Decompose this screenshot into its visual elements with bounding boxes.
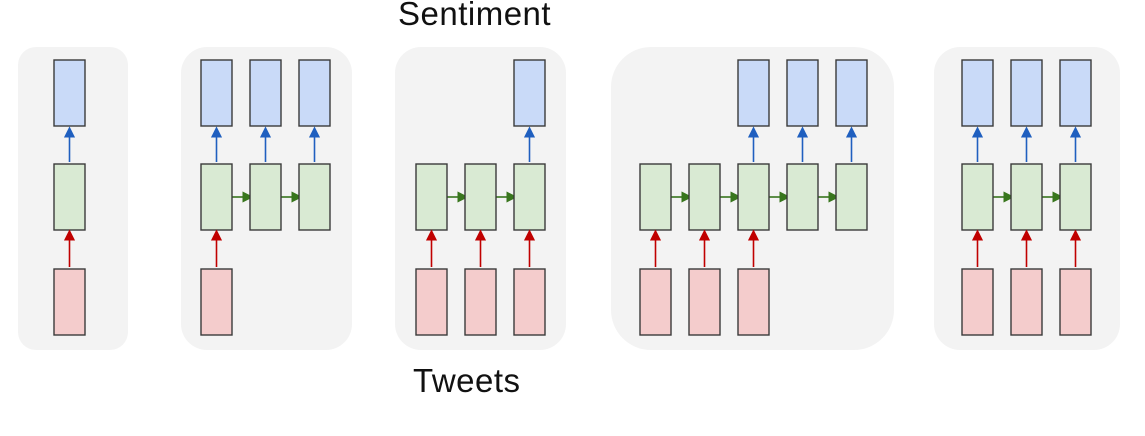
output-box — [200, 59, 233, 127]
input-box — [737, 268, 770, 336]
hidden-state-box — [688, 163, 721, 231]
output-box — [786, 59, 819, 127]
panel-one-to-one — [18, 47, 128, 350]
input-box — [464, 268, 497, 336]
input-box — [513, 268, 546, 336]
panel-one-to-many — [181, 47, 352, 350]
output-box — [961, 59, 994, 127]
panel-many-to-one — [395, 47, 566, 350]
hidden-state-box — [737, 163, 770, 231]
output-box — [298, 59, 331, 127]
output-box — [1010, 59, 1043, 127]
hidden-state-box — [249, 163, 282, 231]
output-box — [737, 59, 770, 127]
hidden-state-box — [639, 163, 672, 231]
input-box — [415, 268, 448, 336]
input-box — [961, 268, 994, 336]
hidden-state-box — [1010, 163, 1043, 231]
hidden-state-box — [835, 163, 868, 231]
hidden-state-box — [786, 163, 819, 231]
hidden-state-box — [200, 163, 233, 231]
input-box — [1010, 268, 1043, 336]
output-box — [835, 59, 868, 127]
sentiment-label: Sentiment — [398, 0, 552, 32]
panels-layer — [18, 47, 1120, 350]
input-box — [53, 268, 86, 336]
input-box — [688, 268, 721, 336]
output-box — [249, 59, 282, 127]
hidden-state-box — [1059, 163, 1092, 231]
input-box — [1059, 268, 1092, 336]
hidden-state-box — [961, 163, 994, 231]
panel-many-to-many-delayed — [611, 47, 894, 350]
output-box — [513, 59, 546, 127]
input-box — [200, 268, 233, 336]
tweets-label: Tweets — [413, 362, 521, 399]
input-box — [639, 268, 672, 336]
panel-many-to-many-synced — [934, 47, 1120, 350]
hidden-state-box — [464, 163, 497, 231]
hidden-state-box — [415, 163, 448, 231]
hidden-state-box — [298, 163, 331, 231]
hidden-state-box — [513, 163, 546, 231]
output-box — [53, 59, 86, 127]
hidden-state-box — [53, 163, 86, 231]
output-box — [1059, 59, 1092, 127]
